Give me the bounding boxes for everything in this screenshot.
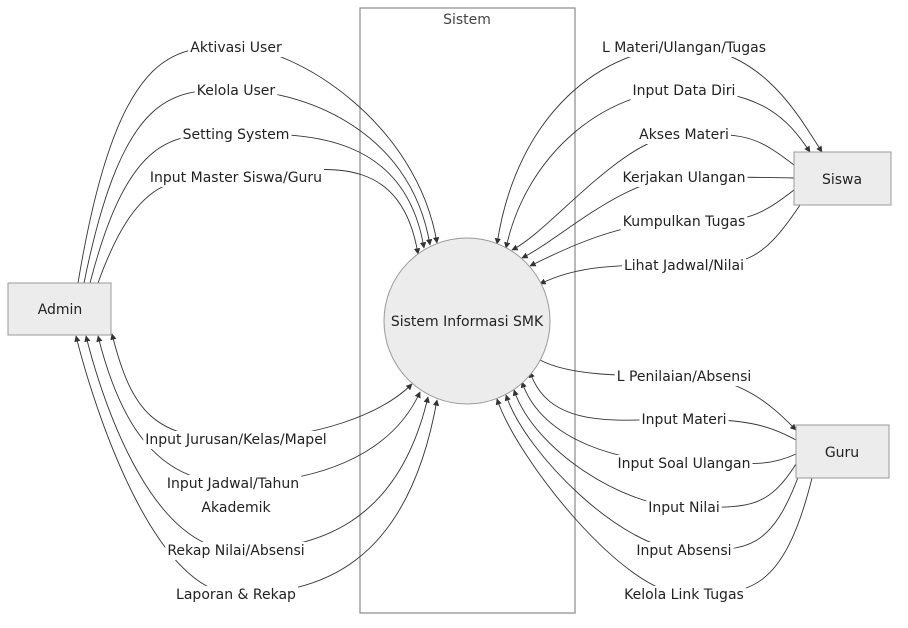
siswa-edge-label-4: Kerjakan Ulangan [622,170,745,186]
siswa-edge-label-1-bg [599,39,769,57]
guru-edge-label-3-bg [615,455,753,473]
admin-bottom-label-2-bg [164,475,302,493]
guru-edge-label-6: Kelola Link Tugas [624,587,744,603]
siswa-edge-label-6-bg [621,257,747,275]
siswa-edge-label-2: Input Data Diri [633,83,736,99]
guru-edge-label-2: Input Materi [641,412,726,428]
admin-bottom-label-4: Rekap Nilai/Absensi [167,543,304,559]
admin-edge-3 [89,133,427,284]
admin-edge-label-2: Kelola User [197,83,276,99]
admin-edge-label-3-bg [180,126,292,144]
admin-bottom-label-1-bg [143,431,329,449]
admin-edge-label-1-bg [188,39,284,57]
admin-edge-label-4: Input Master Siswa/Guru [150,170,322,186]
admin-edge-label-4-bg [147,169,325,187]
admin-bottom-edge-1 [110,333,413,440]
guru-edge-label-4-bg [646,499,722,517]
admin-bottom-label-4-bg [165,542,307,560]
admin-bottom-label-3-bg [199,499,274,517]
admin-edge-label-3: Setting System [183,127,290,143]
guru-actor-box[interactable] [795,424,890,479]
guru-edge-label-6-bg [622,586,746,604]
siswa-actor-label: Siswa [822,172,862,188]
siswa-edge-label-2-bg [630,82,738,100]
guru-edge-label-2-bg [639,411,729,429]
admin-actor-label: Admin [38,302,83,318]
siswa-edge-label-1: L Materi/Ulangan/Tugas [602,40,766,56]
siswa-edge-label-5: Kumpulkan Tugas [623,214,745,230]
admin-bottom-label-2: Input Jadwal/Tahun [167,476,299,492]
siswa-edge-3 [511,133,795,251]
guru-actor-label: Guru [825,445,859,461]
guru-edge-label-3: Input Soal Ulangan [618,456,751,472]
admin-edge-label-1: Aktivasi User [190,40,282,56]
guru-edge-4 [512,389,797,508]
system-boundary [359,7,576,614]
siswa-edge-label-5-bg [620,213,748,231]
system-process-circle[interactable] [383,237,551,405]
siswa-edge-label-4-bg [620,169,748,187]
admin-bottom-edge-2 [96,335,421,484]
system-title: Sistem [443,12,491,28]
admin-actor-box[interactable] [7,282,112,336]
admin-bottom-label-5: Laporan & Rekap [176,587,296,603]
admin-edge-label-2-bg [194,82,278,100]
admin-bottom-label-5-bg [174,586,299,604]
admin-bottom-label-3: Akademik [201,500,271,516]
siswa-edge-label-6: Lihat Jadwal/Nilai [624,258,744,274]
siswa-actor-box[interactable] [793,151,892,206]
guru-edge-label-1: L Penilaian/Absensi [617,369,752,385]
admin-bottom-label-1: Input Jurusan/Kelas/Mapel [145,432,326,448]
siswa-edge-label-3-bg [637,126,731,144]
guru-edge-label-1-bg [614,368,754,386]
siswa-edge-label-3: Akses Materi [639,127,729,143]
guru-edge-label-5: Input Absensi [636,543,731,559]
guru-edge-label-4: Input Nilai [648,500,719,516]
system-process-label: Sistem Informasi SMK [391,314,544,330]
guru-edge-label-5-bg [634,542,734,560]
